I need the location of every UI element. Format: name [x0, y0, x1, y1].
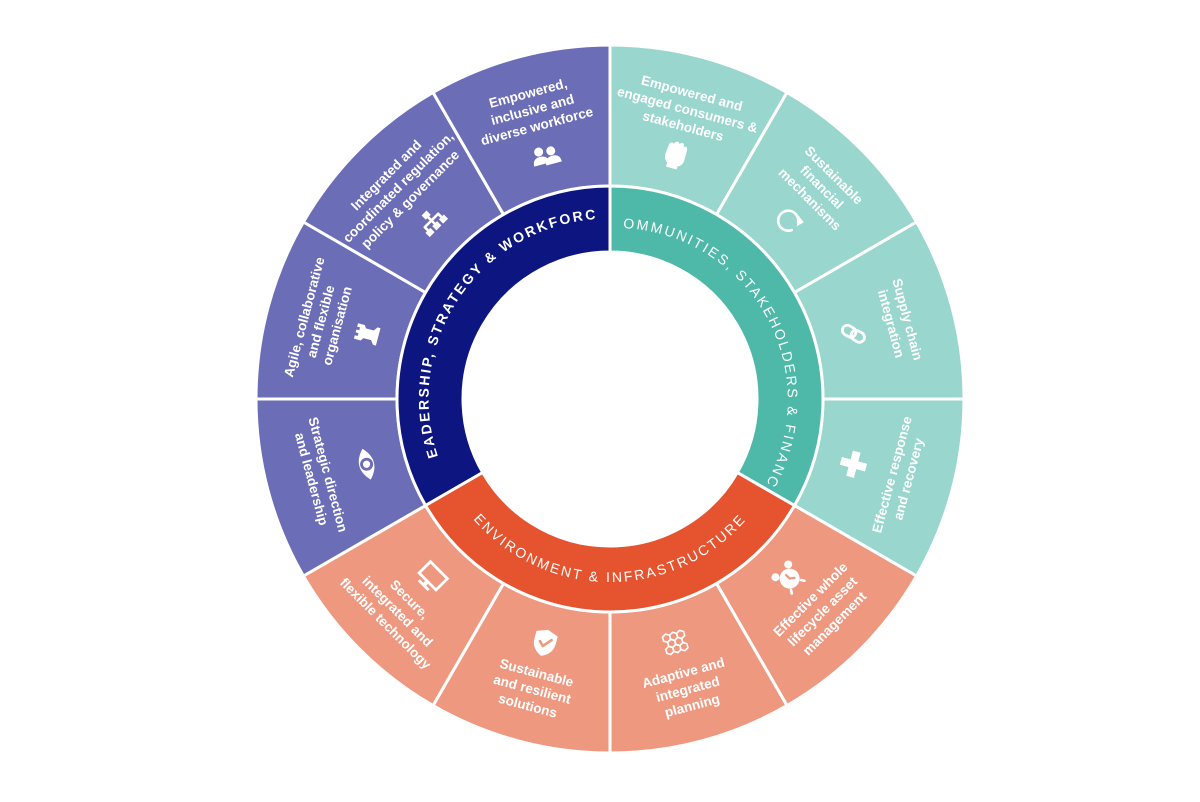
alarm-clock-icon [771, 560, 806, 595]
chain-link-icon [840, 323, 866, 344]
plus-cross-icon [839, 450, 868, 478]
org-chart-icon [421, 210, 449, 238]
chess-rook-icon [353, 323, 381, 346]
hexagon-grid-icon [661, 629, 689, 656]
outer-ring [254, 43, 966, 755]
segment-icons [353, 141, 868, 656]
shield-check-icon [533, 629, 558, 656]
center-hole [463, 252, 757, 546]
monitor-icon [417, 559, 450, 592]
raised-fist-icon [664, 141, 688, 170]
circular-arrow-icon [776, 209, 804, 232]
people-icon [533, 146, 562, 167]
eye-icon [358, 448, 375, 480]
